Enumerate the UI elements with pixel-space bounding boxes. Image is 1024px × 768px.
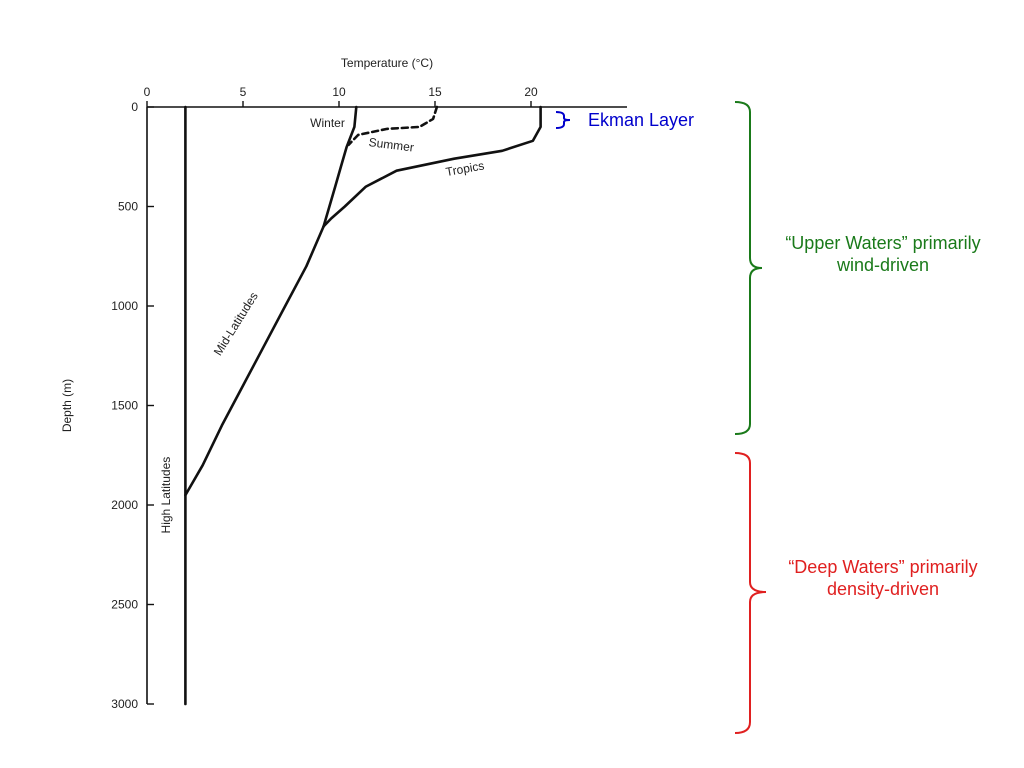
y-tick-label: 3000: [111, 697, 138, 711]
upper-waters-line1: “Upper Waters” primarily: [785, 233, 981, 253]
y-tick-label: 1500: [111, 399, 138, 413]
y-tick-label: 2500: [111, 598, 138, 612]
deep-waters-bracket: [734, 452, 767, 734]
series-tropics-line: [322, 105, 542, 228]
y-tick-label: 2000: [111, 498, 138, 512]
upper-waters-bracket: [734, 101, 763, 435]
upper-waters-line2: wind-driven: [836, 255, 930, 275]
x-tick-label: 20: [524, 85, 538, 99]
y-tick-label: 1000: [111, 299, 138, 313]
y-tick-label: 0: [131, 100, 138, 114]
x-tick-label: 5: [240, 85, 247, 99]
ekman-bracket: [555, 111, 571, 129]
x-axis-title: Temperature (°C): [341, 56, 433, 70]
y-tick-label: 500: [118, 200, 138, 214]
deep-waters-line1: “Deep Waters” primarily: [788, 557, 978, 577]
x-tick-label: 10: [332, 85, 346, 99]
curve-label-high-latitudes: High Latitudes: [159, 457, 173, 534]
series-summer-line: [347, 105, 439, 147]
x-tick-label: 15: [428, 85, 442, 99]
curve-label-summer: Summer: [368, 135, 415, 154]
deep-waters-label: “Deep Waters” primarily density-driven: [752, 556, 1014, 600]
series-winter-line: [322, 105, 358, 228]
series-mid-latitudes-line: [184, 225, 325, 497]
ekman-layer-label: Ekman Layer: [588, 110, 695, 130]
curve-label-tropics: Tropics: [445, 158, 486, 179]
x-tick-label: 0: [144, 85, 151, 99]
y-axis-title: Depth (m): [60, 379, 74, 432]
curve-label-winter: Winter: [310, 116, 345, 130]
upper-waters-label: “Upper Waters” primarily wind-driven: [752, 232, 1014, 276]
deep-waters-line2: density-driven: [826, 579, 940, 599]
